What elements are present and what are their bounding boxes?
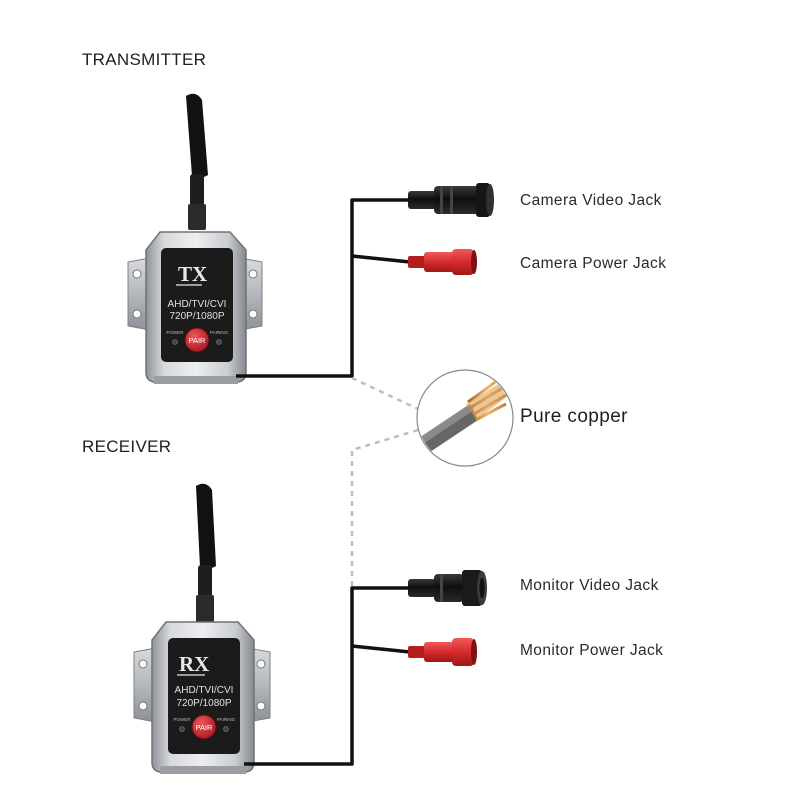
receiver-pairing-text: PAIRING (217, 717, 236, 722)
transmitter-unit-label: TX (178, 262, 207, 286)
transmitter-pairing-text: PAIRING (210, 330, 229, 335)
camera-video-jack-label: Camera Video Jack (520, 192, 662, 209)
camera-power-jack-connector (408, 249, 477, 275)
transmitter-section-title: TRANSMITTER (82, 50, 207, 69)
receiver-device: RX AHD/TVI/CVI 720P/1080P POWER PAIRING … (133, 483, 271, 774)
copper-wire-callout (416, 369, 514, 467)
transmitter-power-text: POWER (166, 330, 184, 335)
transmitter-format-line: AHD/TVI/CVI (168, 299, 227, 310)
receiver-face-panel (168, 638, 240, 754)
transmitter-power-led (172, 339, 178, 345)
transmitter-device: TX AHD/TVI/CVI 720P/1080P POWER PAIRING … (127, 93, 263, 384)
monitor-video-jack-label: Monitor Video Jack (520, 577, 659, 594)
dotted-guide-line (350, 376, 421, 600)
transmitter-pair-button-label: PAIR (189, 336, 207, 345)
transmitter-cable (236, 198, 411, 378)
transmitter-pair-button (184, 327, 210, 353)
receiver-pairing-led (223, 726, 229, 732)
receiver-power-text: POWER (173, 717, 191, 722)
receiver-antenna (196, 483, 216, 569)
transmitter-pairing-led (216, 339, 222, 345)
receiver-format-line: AHD/TVI/CVI (175, 685, 234, 696)
receiver-power-led (179, 726, 185, 732)
transmitter-antenna (186, 93, 208, 178)
receiver-cable (244, 586, 411, 766)
camera-power-jack-label: Camera Power Jack (520, 255, 667, 272)
pure-copper-label: Pure copper (520, 406, 628, 427)
receiver-pair-button (191, 714, 217, 740)
monitor-power-jack-connector (408, 638, 477, 666)
receiver-pair-button-label: PAIR (196, 723, 214, 732)
monitor-video-jack-connector (408, 570, 487, 606)
transmitter-resolution-line: 720P/1080P (169, 311, 224, 322)
transmitter-face-panel (161, 248, 233, 362)
monitor-power-jack-label: Monitor Power Jack (520, 642, 664, 659)
receiver-section-title: RECEIVER (82, 437, 172, 456)
camera-video-jack-connector (408, 183, 494, 217)
receiver-unit-label: RX (179, 652, 209, 676)
receiver-resolution-line: 720P/1080P (176, 698, 231, 709)
